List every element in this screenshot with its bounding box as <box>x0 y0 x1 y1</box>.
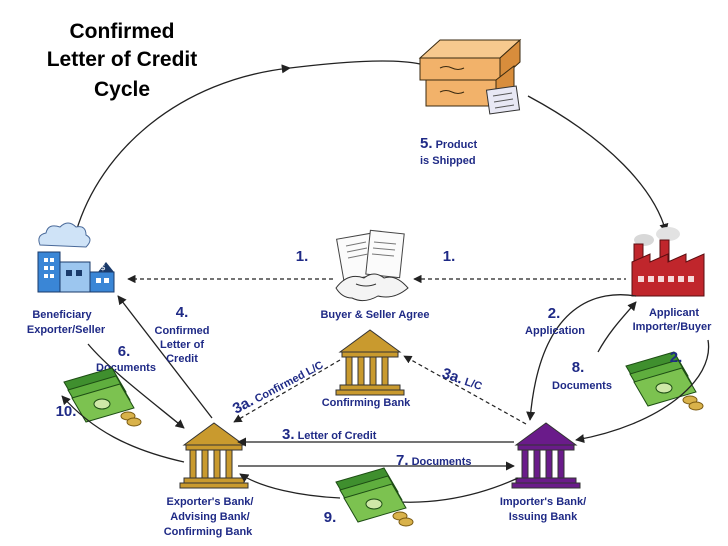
step-5-label-line-1: Product <box>436 139 478 151</box>
office-building-icon: $ <box>37 222 115 293</box>
payment-right-arrow <box>575 339 710 444</box>
step-8-number: 8. <box>572 359 585 376</box>
application-arrow <box>526 294 637 421</box>
importers-bank-icon <box>511 422 581 489</box>
step-6-number: 6. <box>118 343 131 360</box>
money-stack-icon-right <box>625 351 704 411</box>
exporters-bank-label-line-3: Confirming Bank <box>164 526 253 538</box>
step-7-label: Documents <box>412 456 472 468</box>
title-line-3: Cycle <box>94 78 150 101</box>
factory-icon <box>631 227 705 297</box>
svg-text:3. Letter of Credit: 3. Letter of Credit <box>282 426 377 443</box>
step-9-number: 9. <box>324 509 337 526</box>
step-5-label-line-2: is Shipped <box>420 155 476 167</box>
applicant-label-line-2: Importer/Buyer <box>633 321 713 333</box>
step-3-number: 3. <box>282 426 295 443</box>
step-3a-right-label: L/C <box>463 376 484 393</box>
shipping-boxes-icon <box>418 38 522 115</box>
step-3a-right-number: 3a. <box>440 365 465 388</box>
exporters-bank-label-line-2: Advising Bank/ <box>170 511 249 523</box>
svg-text:5. Product: 5. Product <box>420 135 477 152</box>
step-5-number: 5. <box>420 135 433 152</box>
ship-arc-left <box>75 64 291 233</box>
lc-3a-arrow <box>403 355 527 425</box>
svg-text:3a. L/C: 3a. L/C <box>440 365 485 394</box>
money-stack-icon-bottom <box>335 467 414 527</box>
handshake-documents-icon <box>335 229 409 302</box>
beneficiary-label-line-1: Beneficiary <box>32 309 92 321</box>
step-4-label-line-1: Confirmed <box>155 325 210 337</box>
step-2-number: 2. <box>548 305 561 322</box>
step-8-label: Documents <box>552 380 612 392</box>
step-7-number: 7. <box>396 452 409 469</box>
ship-arc-top <box>289 60 421 69</box>
documents-8-arrow <box>597 301 637 353</box>
step-4-label-line-3: Credit <box>166 353 198 365</box>
importers-bank-label-line-2: Issuing Bank <box>509 511 578 523</box>
applicant-label-line-1: Applicant <box>649 307 699 319</box>
confirming-bank-icon <box>335 329 405 396</box>
step-4-label-line-2: Letter of <box>160 339 204 351</box>
importers-bank-label-line-1: Importer's Bank/ <box>500 496 586 508</box>
step-10-number: 10. <box>56 403 77 420</box>
step-1-left-number: 1. <box>296 248 309 265</box>
exporters-bank-label-line-1: Exporter's Bank/ <box>167 496 254 508</box>
svg-text:7. Documents: 7. Documents <box>396 452 471 469</box>
exporters-bank-icon <box>179 422 249 489</box>
step-3-label: Letter of Credit <box>298 430 377 442</box>
documents-6-arrow <box>87 343 185 429</box>
confirmed-lc-4-arrow <box>117 295 213 419</box>
payment-9-arc-left <box>239 473 341 499</box>
step-1-right-number: 1. <box>443 248 456 265</box>
beneficiary-label-line-2: Exporter/Seller <box>27 324 106 336</box>
confirming-bank-label: Confirming Bank <box>322 397 411 409</box>
title-line-2: Letter of Credit <box>47 48 198 71</box>
svg-text:$: $ <box>100 263 106 273</box>
ship-arc-right <box>527 95 669 233</box>
payment-10-arrow <box>61 395 185 463</box>
step-2-money-number: 2. <box>670 349 683 366</box>
step-2-label: Application <box>525 325 585 337</box>
svg-text:3a. Confirmed L/C: 3a. Confirmed L/C <box>230 356 326 418</box>
agreement-label: Buyer & Seller Agree <box>320 309 429 321</box>
title-line-1: Confirmed <box>70 20 175 43</box>
step-3a-left-label: Confirmed L/C <box>253 359 326 405</box>
step-4-number: 4. <box>176 304 189 321</box>
step-3a-left-number: 3a. <box>230 393 256 418</box>
